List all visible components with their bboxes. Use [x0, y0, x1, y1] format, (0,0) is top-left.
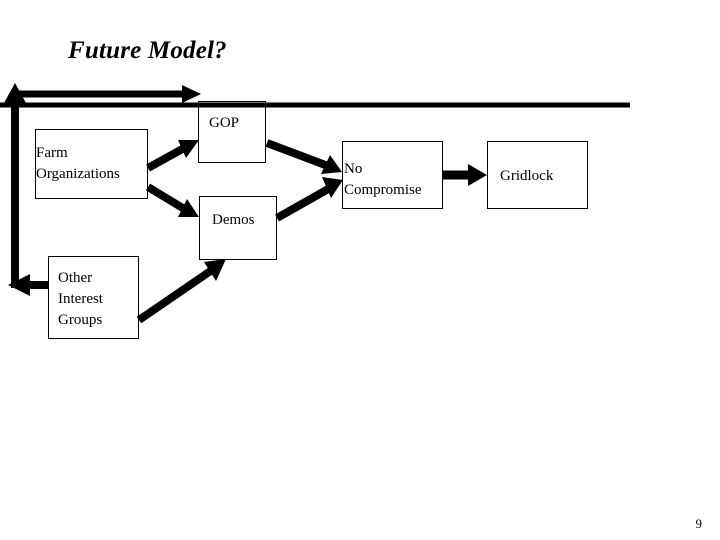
node-farm-organizations-label: Farm Organizations: [36, 145, 120, 182]
node-gridlock[interactable]: [487, 141, 588, 209]
farm-to-gop-arrowhead: [178, 140, 199, 158]
groups-to-demos-shaft: [136, 266, 215, 324]
feedback-up-arrowhead: [4, 83, 26, 103]
node-no-compromise-label: No Compromise: [344, 161, 422, 198]
demos-to-no-compromise-shaft: [275, 184, 332, 222]
node-demos-label: Demos: [212, 212, 255, 228]
node-no-compromise[interactable]: [342, 141, 443, 209]
demos-to-no-compromise-arrowhead: [322, 177, 343, 198]
node-other-interest-groups-label: Other Interest Groups: [58, 270, 103, 328]
node-gop-label: GOP: [209, 115, 240, 131]
page-title: Future Model?: [68, 37, 227, 64]
farm-to-demos-arrowhead: [178, 199, 199, 217]
page-number: 9: [695, 516, 703, 531]
node-demos[interactable]: [199, 196, 277, 260]
node-other-interest-groups[interactable]: [48, 256, 139, 339]
no-compromise-to-gridlock-arrowhead: [468, 164, 487, 186]
groups-to-demos-arrowhead: [204, 259, 226, 281]
node-gop[interactable]: [198, 101, 266, 163]
node-gridlock-label: Gridlock: [500, 168, 554, 184]
gop-to-no-compromise-shaft: [265, 139, 330, 170]
gop-to-no-compromise-arrowhead: [321, 155, 342, 174]
farm-to-demos-shaft: [145, 183, 189, 214]
node-farm-organizations[interactable]: [35, 129, 148, 199]
feedback-from-groups-arrowhead: [8, 274, 30, 296]
